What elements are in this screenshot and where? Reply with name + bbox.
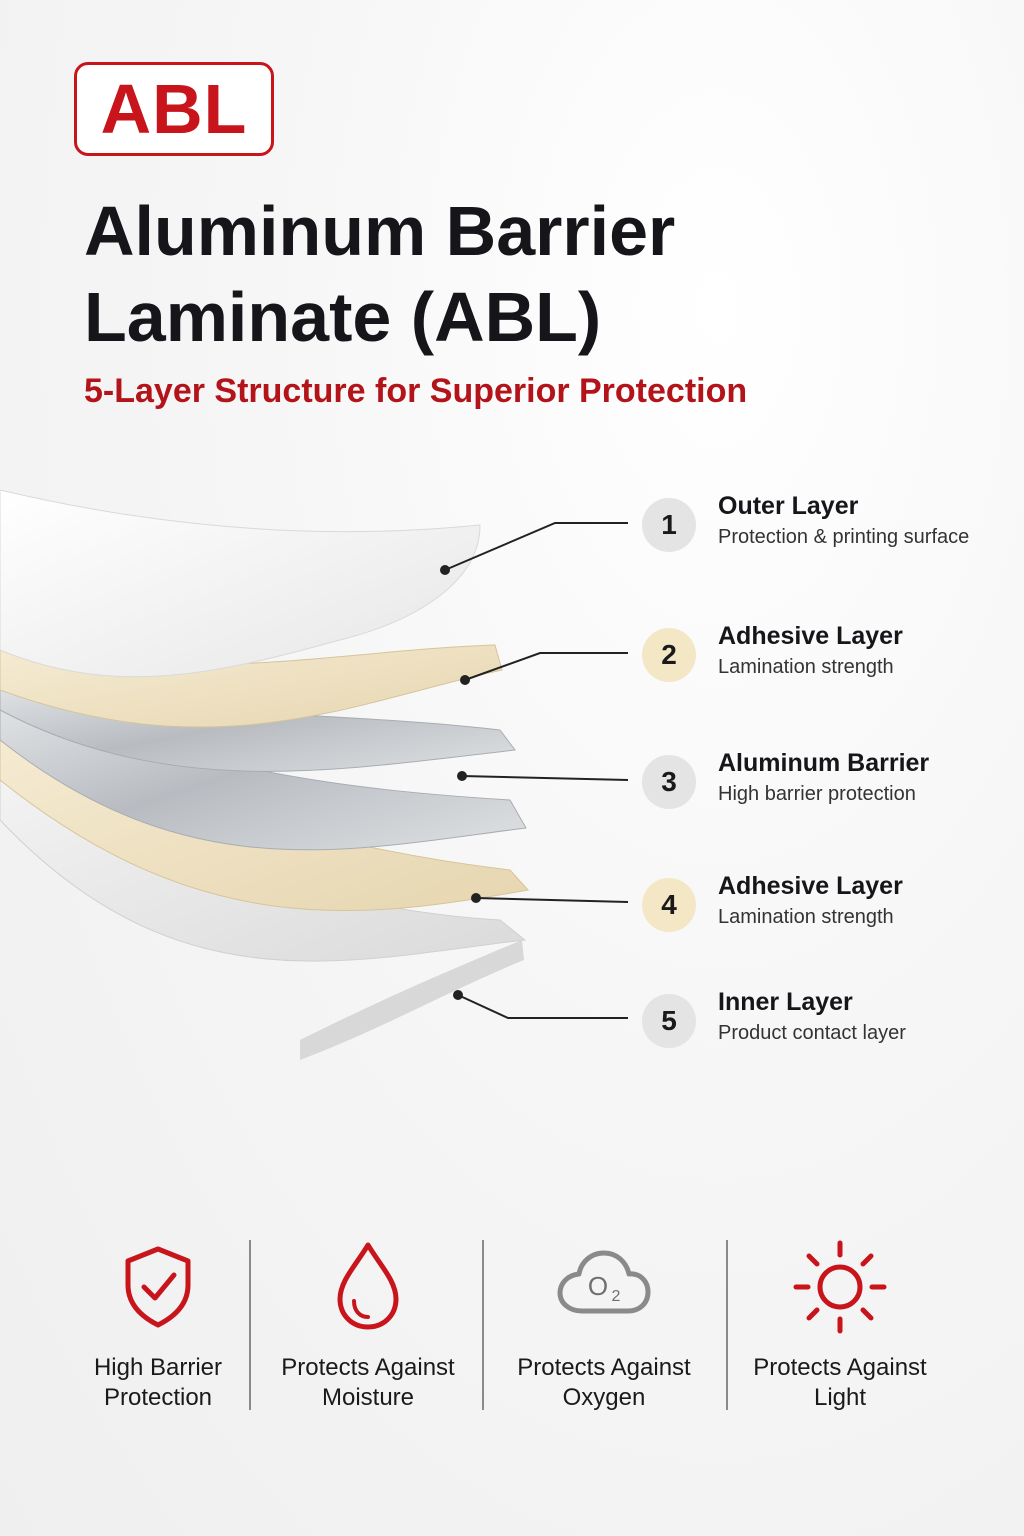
feature-strip: High Barrier Protection Protects Against… (40, 1235, 980, 1425)
layer-description: Product contact layer (718, 1022, 906, 1044)
leader-line-4 (475, 897, 629, 903)
title-line-2: Laminate (ABL) (84, 278, 602, 356)
sun-icon (793, 1240, 887, 1334)
layer-number-badge: 1 (642, 498, 696, 552)
layer-number-badge: 2 (642, 628, 696, 682)
title-line-1: Aluminum Barrier (84, 192, 676, 270)
water-drop-icon (337, 1242, 399, 1330)
feature-moisture: Protects Against Moisture (258, 1235, 478, 1425)
leader-line-5 (457, 994, 628, 1019)
page-title: Aluminum Barrier Laminate (ABL) (84, 188, 984, 360)
layer-description: High barrier protection (718, 783, 916, 805)
layer-5-edge (300, 940, 524, 1060)
feature-divider (482, 1240, 484, 1410)
feature-divider (249, 1240, 251, 1410)
leader-line-3 (461, 775, 629, 781)
layer-name: Adhesive Layer (718, 872, 903, 900)
laminate-illustration (0, 489, 629, 1060)
leader-dot-4 (471, 893, 481, 903)
oxygen-cloud-icon: O 2 (557, 1250, 651, 1314)
leader-line-1 (444, 522, 628, 571)
oxygen-symbol: O (588, 1271, 608, 1301)
layer-description: Lamination strength (718, 656, 894, 678)
layer-number-badge: 3 (642, 755, 696, 809)
layer-number-badge: 5 (642, 994, 696, 1048)
layer-number-badge: 4 (642, 878, 696, 932)
layer-name: Inner Layer (718, 988, 853, 1016)
page-subtitle: 5-Layer Structure for Superior Protectio… (84, 372, 748, 410)
feature-label: Protects Against Light (753, 1354, 927, 1411)
layer-description: Lamination strength (718, 906, 894, 928)
leader-dot-1 (440, 565, 450, 575)
layer-description: Protection & printing surface (718, 526, 970, 548)
feature-divider (726, 1240, 728, 1410)
leader-line-2 (464, 652, 628, 681)
feature-label: Protects Against Oxygen (517, 1354, 691, 1411)
feature-light: Protects Against Light (730, 1235, 950, 1425)
layer-name: Adhesive Layer (718, 622, 903, 650)
shield-check-icon (125, 1246, 191, 1328)
feature-label: Protects Against Moisture (281, 1354, 455, 1411)
leader-dot-3 (457, 771, 467, 781)
feature-oxygen: O 2 Protects Against Oxygen (494, 1235, 714, 1425)
layer-1-sheet (0, 489, 481, 678)
leader-dot-5 (453, 990, 463, 1000)
layer-name: Aluminum Barrier (718, 749, 930, 777)
abl-logo-badge: ABL (74, 62, 274, 156)
leader-dot-2 (460, 675, 470, 685)
oxygen-subscript: 2 (612, 1288, 621, 1305)
feature-label: High Barrier Protection (93, 1354, 223, 1411)
layer-name: Outer Layer (718, 492, 859, 520)
layer-diagram: 1 Outer Layer Protection & printing surf… (0, 470, 1024, 1110)
feature-high-barrier: High Barrier Protection (48, 1235, 268, 1425)
